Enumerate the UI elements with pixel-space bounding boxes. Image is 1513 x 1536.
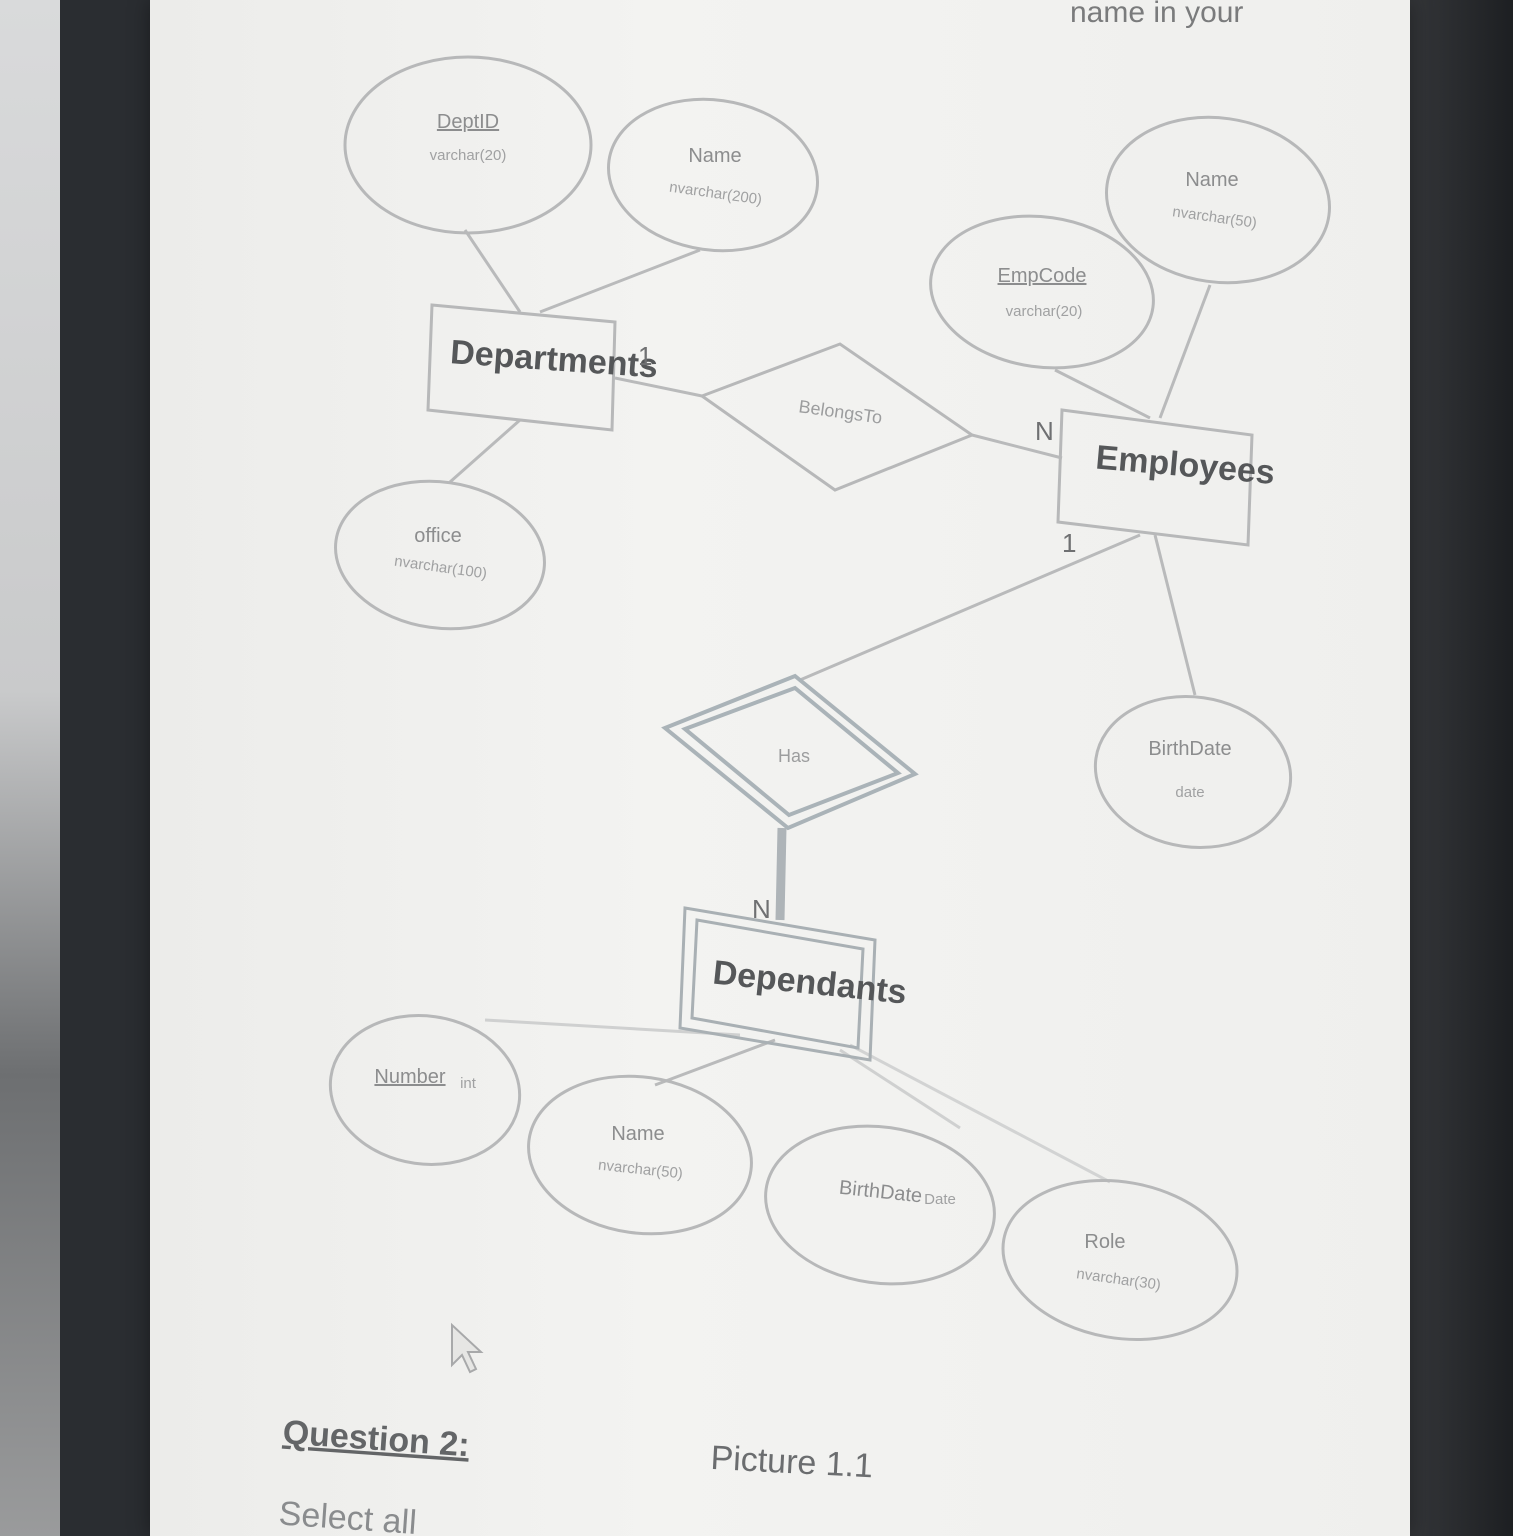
attr-deptid-name: DeptID xyxy=(437,111,499,133)
connector-lines xyxy=(449,229,1212,1184)
line-dep-name xyxy=(654,1038,776,1087)
attr-dep-birthdate-name: BirthDate xyxy=(838,1177,923,1208)
cardinality-employees-n: N xyxy=(1035,416,1054,446)
line-empname xyxy=(1158,284,1212,419)
line-dept-belongs xyxy=(614,376,703,398)
line-dep-number xyxy=(484,1018,741,1037)
line-emp-has xyxy=(799,533,1141,682)
attr-deptid: DeptID varchar(20) xyxy=(343,55,593,235)
entity-dependants-inner-box xyxy=(690,918,865,1050)
attr-dep-number-type: int xyxy=(460,1075,477,1092)
attr-dep-name-name: Name xyxy=(611,1123,664,1145)
attr-office: office nvarchar(100) xyxy=(334,479,546,631)
question-instruction: Select all xyxy=(278,1494,418,1536)
question-heading: Question 2: xyxy=(282,1413,471,1464)
attr-emp-birthdate-name: BirthDate xyxy=(1148,738,1231,760)
line-dep-role xyxy=(849,1043,1111,1184)
attr-office-type: nvarchar(100) xyxy=(393,553,488,583)
attr-dep-role-name: Role xyxy=(1084,1231,1125,1253)
line-deptname xyxy=(539,248,701,314)
attr-dep-number-name: Number xyxy=(374,1066,445,1088)
entity-employees: Employees xyxy=(1056,408,1276,547)
attr-dep-name-type: nvarchar(50) xyxy=(597,1157,683,1183)
entity-employees-label: Employees xyxy=(1094,438,1276,492)
attr-empcode: EmpCode varchar(20) xyxy=(929,214,1155,370)
attr-empcode-name: EmpCode xyxy=(998,265,1087,287)
line-office xyxy=(449,418,521,484)
relationship-belongs-to: BelongsTo xyxy=(698,342,976,492)
attr-dept-name-name: Name xyxy=(688,145,741,167)
attr-dep-birthdate: BirthDate Date xyxy=(764,1124,996,1286)
attr-emp-name-name: Name xyxy=(1185,169,1238,191)
er-diagram: name in your Departments Employees Depen… xyxy=(278,0,1331,1536)
attr-dep-number: Number int xyxy=(328,1014,522,1166)
attr-dep-birthdate-type: Date xyxy=(924,1191,956,1208)
cardinality-dependants-n: N xyxy=(752,894,771,924)
attr-empcode-type: varchar(20) xyxy=(1006,303,1083,320)
entity-dependants-label: Dependants xyxy=(711,954,908,1012)
picture-caption: Picture 1.1 xyxy=(710,1439,874,1485)
line-deptid xyxy=(463,229,522,313)
attr-deptid-type: varchar(20) xyxy=(430,147,507,164)
cardinality-employees-one: 1 xyxy=(1062,528,1076,558)
line-belongs-emp xyxy=(971,433,1063,460)
entity-departments-box xyxy=(426,303,617,432)
attr-emp-name-type: nvarchar(50) xyxy=(1171,203,1258,232)
relationship-has-inner-diamond xyxy=(681,685,902,818)
attr-dept-name-type: nvarchar(200) xyxy=(668,179,763,209)
relationship-belongs-to-label: BelongsTo xyxy=(797,396,883,428)
header-fragment: name in your xyxy=(1070,0,1243,29)
attr-emp-birthdate-type: date xyxy=(1175,784,1204,801)
attr-dep-role: Role nvarchar(30) xyxy=(1001,1178,1239,1342)
attr-dep-name: Name nvarchar(50) xyxy=(527,1074,753,1236)
attr-emp-birthdate: BirthDate date xyxy=(1093,694,1293,850)
line-dep-birthdate xyxy=(839,1048,961,1130)
attr-dept-name: Name nvarchar(200) xyxy=(606,97,820,253)
cardinality-departments-one: 1 xyxy=(638,341,652,371)
line-has-dependants xyxy=(775,827,787,921)
line-emp-birthdate xyxy=(1153,534,1197,696)
relationship-has: Has xyxy=(661,673,919,831)
line-empcode xyxy=(1054,368,1151,420)
entity-departments-label: Departments xyxy=(449,333,659,385)
entity-departments: Departments xyxy=(426,303,659,432)
background-left-strip xyxy=(0,0,60,1536)
attr-office-name: office xyxy=(414,525,461,547)
relationship-has-outer-diamond xyxy=(661,673,919,831)
relationship-belongs-to-diamond xyxy=(698,342,976,492)
entity-employees-box xyxy=(1056,408,1254,547)
attr-emp-name: Name nvarchar(50) xyxy=(1105,115,1331,285)
entity-dependants: Dependants xyxy=(678,906,908,1062)
attr-dep-role-type: nvarchar(30) xyxy=(1075,1265,1162,1294)
document-page: name in your Departments Employees Depen… xyxy=(150,0,1410,1536)
entity-dependants-outer-box xyxy=(678,906,877,1062)
mouse-cursor-icon xyxy=(451,1322,484,1374)
relationship-has-label: Has xyxy=(778,746,810,766)
